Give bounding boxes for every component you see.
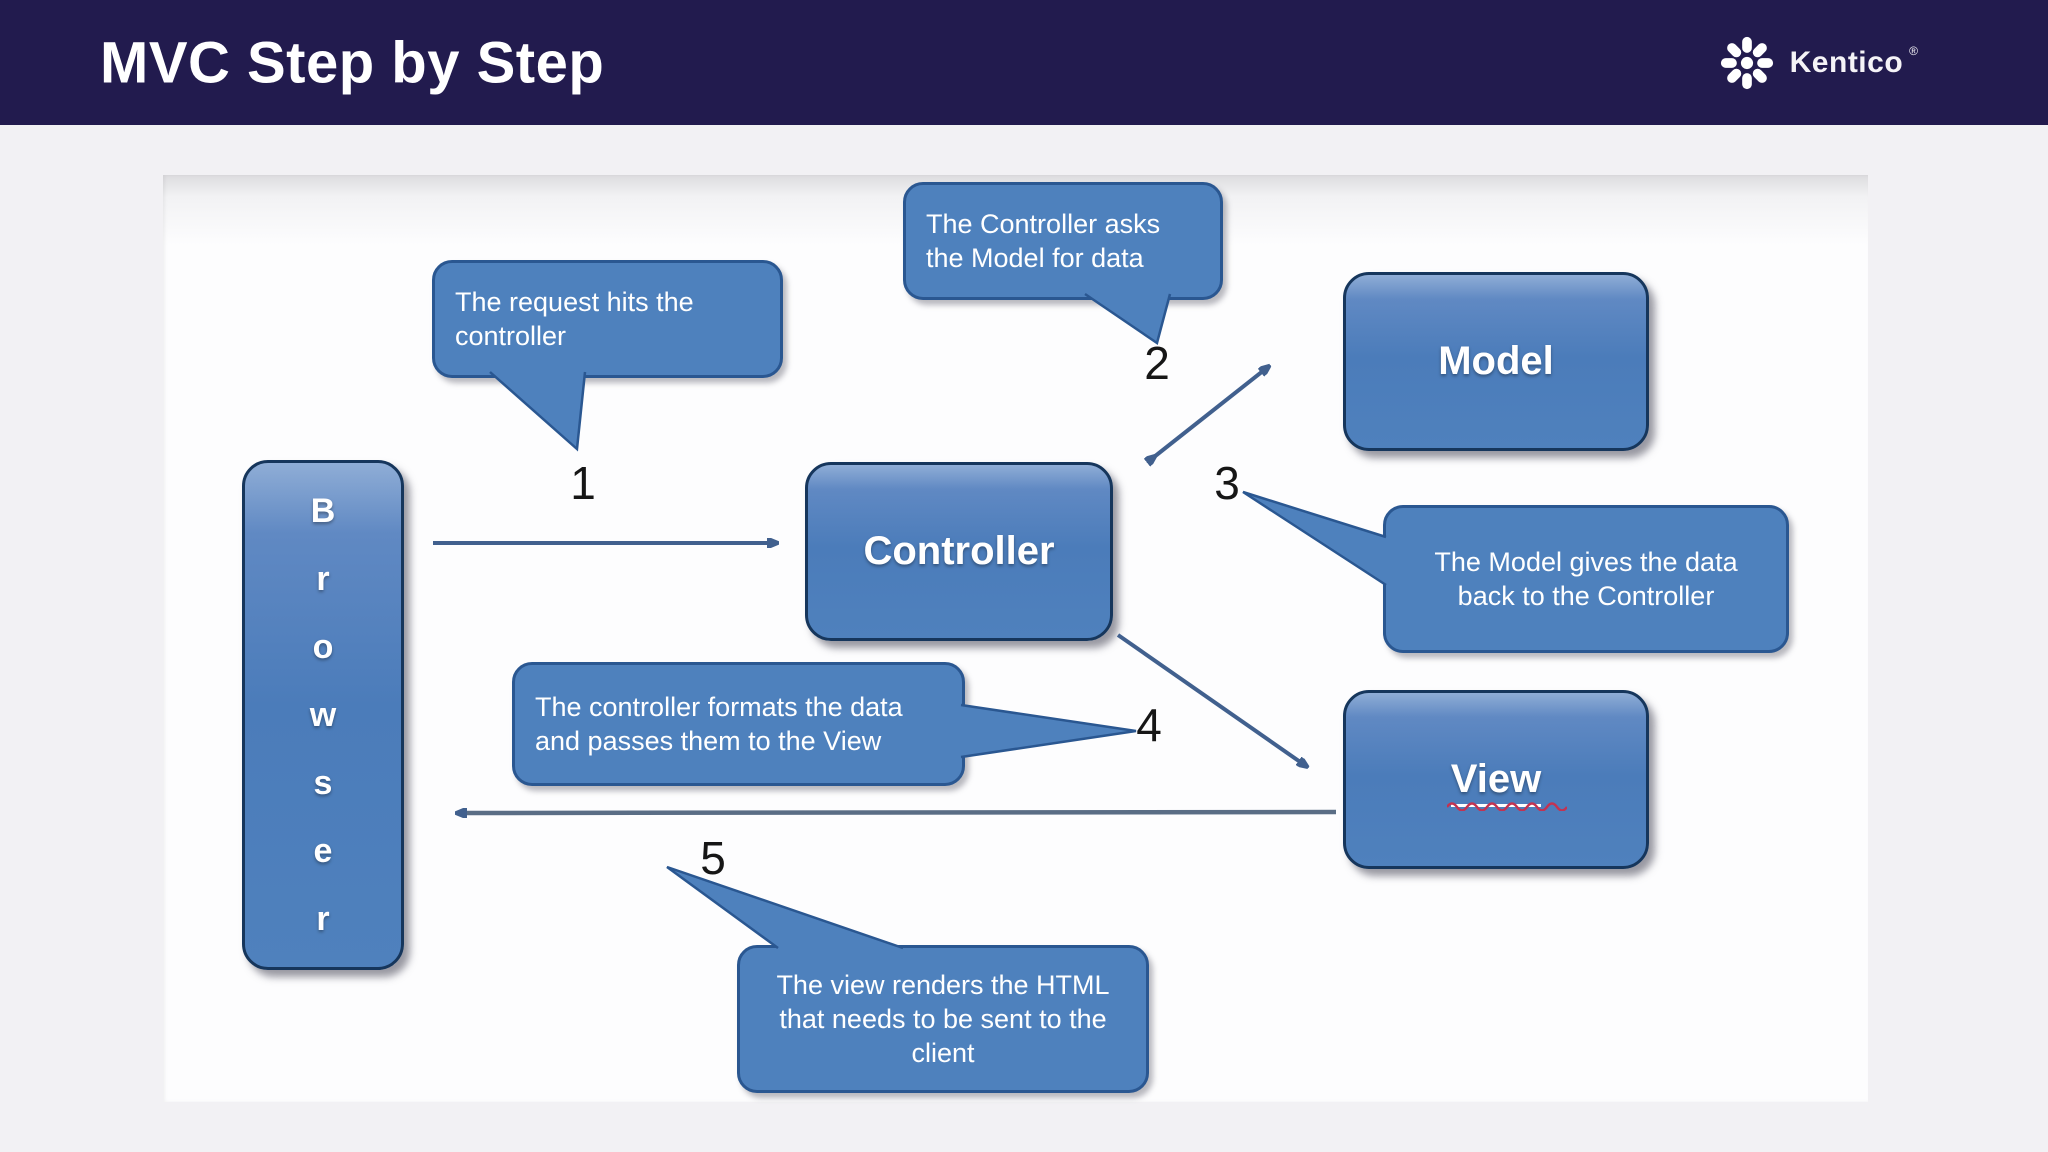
page-title: MVC Step by Step [100, 30, 605, 95]
callout-step-2-text: The Controller asks the Model for data [926, 208, 1161, 273]
kentico-flower-icon [1720, 36, 1773, 89]
node-controller: Controller [805, 462, 1113, 641]
node-view-label: View [1450, 757, 1542, 807]
callout-step-1-text: The request hits the controller [455, 286, 694, 351]
step-number-2: 2 [1144, 337, 1170, 389]
callout-step-3: The Model gives the data back to the Con… [1383, 505, 1789, 653]
node-browser-letter: s [313, 764, 333, 802]
node-browser-letter: r [316, 900, 330, 938]
step-number-5: 5 [700, 832, 726, 884]
node-browser-letter: e [313, 832, 333, 870]
node-controller-label: Controller [863, 529, 1055, 573]
node-view: View [1343, 690, 1649, 869]
node-model-label: Model [1438, 339, 1554, 383]
step-number-4: 4 [1136, 699, 1162, 751]
kentico-logo: Kentico ® [1718, 34, 1918, 92]
node-browser-letter: B [310, 492, 336, 530]
header-bar: MVC Step by Step Kentico ® [0, 0, 2048, 125]
callout-step-4-text: The controller formats the data and pass… [535, 691, 903, 756]
callout-step-1: The request hits the controller [432, 260, 783, 378]
node-browser: B r o w s e r [242, 460, 404, 970]
callout-step-3-text: The Model gives the data back to the Con… [1434, 546, 1738, 611]
node-model: Model [1343, 272, 1649, 451]
spellcheck-squiggle [1446, 802, 1567, 811]
callout-step-5-text: The view renders the HTML that needs to … [776, 969, 1110, 1068]
callout-step-4: The controller formats the data and pass… [512, 662, 965, 786]
registered-mark: ® [1909, 43, 1918, 58]
callout-step-2: The Controller asks the Model for data [903, 182, 1223, 300]
node-browser-letter: w [309, 696, 337, 734]
brand-name: Kentico [1789, 45, 1904, 79]
callout-step-5: The view renders the HTML that needs to … [737, 945, 1149, 1093]
step-number-1: 1 [570, 457, 596, 509]
node-browser-letter: o [312, 628, 334, 666]
step-number-3: 3 [1214, 457, 1240, 509]
node-browser-letter: r [316, 560, 330, 598]
